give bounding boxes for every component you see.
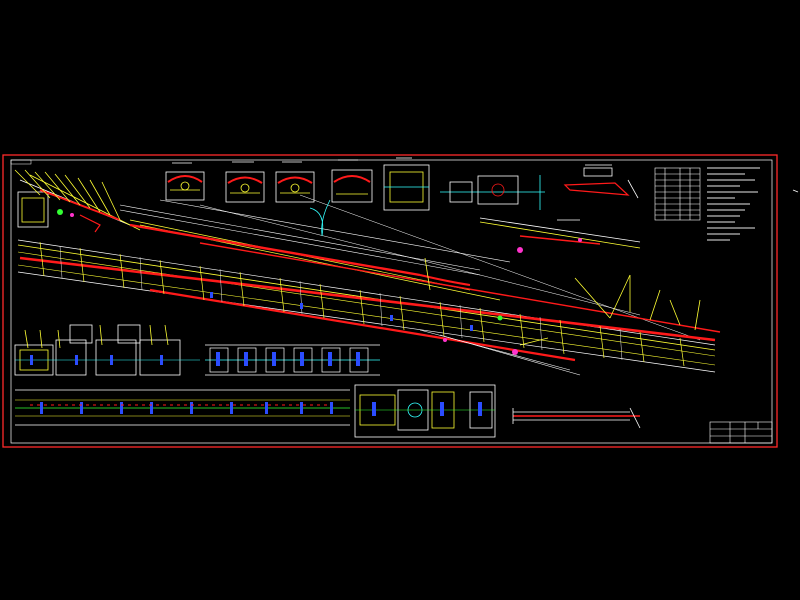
inclined-detail <box>479 217 641 253</box>
cross-section-4 <box>331 159 373 203</box>
drawing-frame <box>2 154 778 448</box>
cross-section-2 <box>225 161 265 203</box>
edge-marker <box>792 189 799 193</box>
section-details <box>165 157 641 253</box>
carrier-sections <box>205 344 380 376</box>
cross-section-5 <box>383 157 430 211</box>
horizontal-conveyor-profile <box>15 389 350 426</box>
main-belt-profile <box>17 239 721 376</box>
head-station-details <box>14 324 200 376</box>
inclined-conveyor-profile <box>119 194 701 341</box>
title-block <box>709 421 773 444</box>
tension-rail <box>512 407 641 429</box>
tensioner-detail <box>563 164 639 199</box>
tail-station <box>14 169 141 233</box>
drive-detail <box>440 175 545 210</box>
cross-section-1 <box>165 162 205 201</box>
notes-table <box>654 167 760 241</box>
cross-section-3 <box>275 161 315 203</box>
drive-housing <box>354 384 496 438</box>
